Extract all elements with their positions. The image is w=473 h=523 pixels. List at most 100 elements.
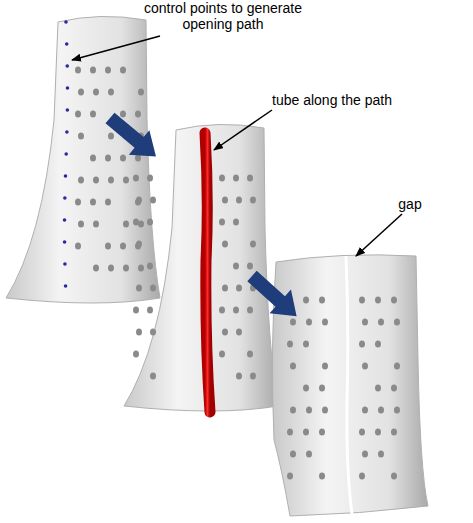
hole xyxy=(362,451,368,458)
orthosis-shape xyxy=(6,16,160,303)
hole xyxy=(93,265,99,272)
hole xyxy=(135,111,141,118)
control-point xyxy=(66,108,70,112)
hole xyxy=(90,111,96,118)
hole xyxy=(133,219,139,226)
hole xyxy=(306,407,312,414)
block-arrow xyxy=(100,106,167,169)
callout-label: gap xyxy=(390,196,430,212)
hole xyxy=(236,197,242,204)
hole xyxy=(359,341,365,348)
hole xyxy=(319,429,325,436)
hole-group xyxy=(133,175,256,380)
hole xyxy=(290,451,296,458)
hole xyxy=(394,407,400,414)
leader-line xyxy=(356,214,402,256)
hole xyxy=(135,155,141,162)
hole xyxy=(105,199,111,206)
hole xyxy=(120,67,126,74)
orthosis-shape xyxy=(272,255,428,516)
hole xyxy=(247,351,253,358)
control-point xyxy=(64,20,68,24)
hole xyxy=(359,297,365,304)
hole xyxy=(123,177,129,184)
hole xyxy=(222,285,228,292)
hole xyxy=(105,67,111,74)
hole-group xyxy=(75,67,144,272)
hole xyxy=(219,175,225,182)
hole xyxy=(391,473,397,480)
hole xyxy=(147,175,153,182)
hole xyxy=(362,319,368,326)
callout-label: tube along the path xyxy=(262,92,402,108)
hole xyxy=(219,307,225,314)
hole xyxy=(290,407,296,414)
hole xyxy=(133,175,139,182)
control-point xyxy=(66,86,70,90)
hole xyxy=(391,429,397,436)
hole xyxy=(78,221,84,228)
callout-label: control points to generate opening path xyxy=(132,0,314,32)
hole xyxy=(138,89,144,96)
hole xyxy=(303,341,309,348)
hole xyxy=(136,285,142,292)
hole xyxy=(150,197,156,204)
control-point xyxy=(65,130,69,134)
hole xyxy=(120,155,126,162)
hole xyxy=(147,307,153,314)
hole xyxy=(287,473,293,480)
hole xyxy=(133,351,139,358)
hole xyxy=(375,429,381,436)
hole xyxy=(136,329,142,336)
hole xyxy=(394,363,400,370)
hole xyxy=(247,263,253,270)
hole xyxy=(75,67,81,74)
control-point xyxy=(64,174,68,178)
hole xyxy=(303,429,309,436)
hole xyxy=(75,243,81,250)
hole xyxy=(319,473,325,480)
hole xyxy=(150,285,156,292)
hole xyxy=(247,175,253,182)
hole xyxy=(233,307,239,314)
hole xyxy=(378,407,384,414)
block-arrow xyxy=(241,264,307,328)
hole xyxy=(78,89,84,96)
hole xyxy=(150,329,156,336)
hole xyxy=(222,197,228,204)
hole xyxy=(138,265,144,272)
hole xyxy=(90,67,96,74)
hole xyxy=(287,429,293,436)
control-point xyxy=(63,262,67,266)
hole xyxy=(290,319,296,326)
hole xyxy=(108,133,114,140)
hole xyxy=(250,373,256,380)
hole xyxy=(75,111,81,118)
hole xyxy=(391,297,397,304)
hole xyxy=(93,221,99,228)
hole xyxy=(133,307,139,314)
hole xyxy=(78,177,84,184)
hole xyxy=(303,297,309,304)
hole xyxy=(287,341,293,348)
control-point xyxy=(63,240,67,244)
hole xyxy=(120,111,126,118)
hole xyxy=(219,219,225,226)
hole xyxy=(123,221,129,228)
hole xyxy=(391,385,397,392)
control-point xyxy=(63,196,67,200)
hole xyxy=(306,319,312,326)
hole xyxy=(75,199,81,206)
hole xyxy=(394,319,400,326)
hole xyxy=(147,263,153,270)
hole xyxy=(120,243,126,250)
hole xyxy=(378,451,384,458)
hole xyxy=(236,285,242,292)
control-points xyxy=(63,20,70,288)
hole xyxy=(108,89,114,96)
hole xyxy=(250,241,256,248)
hole xyxy=(236,329,242,336)
hole-group xyxy=(287,297,400,480)
